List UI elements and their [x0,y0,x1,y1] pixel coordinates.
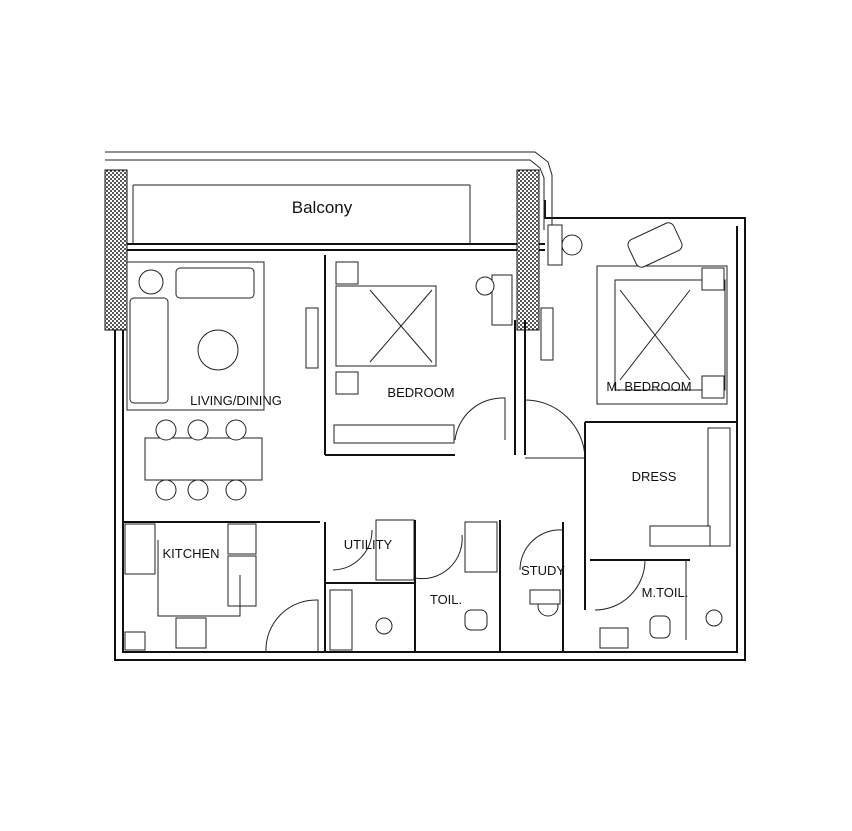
toilet-door [414,534,463,580]
master-bedroom-door [524,399,586,459]
toilet-basin [464,521,498,573]
master-toilet-door [594,559,646,611]
master-bed [614,279,726,391]
balcony-column-left [104,169,128,331]
label-study: STUDY [521,563,565,578]
kitchen-appliance [227,523,257,555]
study-door [519,529,564,571]
master-nightstand-bottom [701,375,725,399]
master-bedroom-area [514,222,728,459]
kitchen-sink [227,555,257,607]
kitchen-fridge [124,523,156,575]
dress-area [584,421,737,610]
dining-table [144,437,263,481]
sofa-side [129,297,169,404]
master-armchair [627,222,683,268]
balcony-area [104,151,553,331]
kitchen-cabinet [124,631,146,651]
utility-appliances [375,519,415,581]
bedroom-bed [335,285,437,367]
utility-shelf [329,589,353,651]
label-master-toilet: M.TOIL. [642,585,689,600]
entrance-door [265,599,319,653]
master-toilet-basin [599,627,629,649]
label-utility: UTILITY [344,537,393,552]
utility-door [332,529,373,571]
label-master-bedroom: M. BEDROOM [606,379,691,394]
sofa-top [175,267,255,299]
label-kitchen: KITCHEN [162,546,219,561]
utility-drain [375,617,393,635]
label-dress: DRESS [632,469,677,484]
study-desk [529,589,561,605]
bedroom-tv [305,307,319,369]
label-bedroom: BEDROOM [387,385,454,400]
master-nightstand-top [701,267,725,291]
side-table [138,269,164,295]
balcony-column-right [516,169,540,331]
kitchen-area [123,521,320,653]
bedroom-chair [475,276,495,296]
bedroom-area [305,255,513,456]
label-living-dining: LIVING/DINING [190,393,282,408]
master-toilet-area [590,559,723,649]
master-toilet-wc [649,615,671,639]
master-desk [547,224,563,266]
bedroom-desk [491,274,513,326]
exterior-walls [114,200,746,661]
bedroom-wardrobe [333,424,455,444]
bedroom-nightstand-bottom [335,371,359,395]
dress-wardrobe-bottom [649,525,711,547]
service-rooms [324,519,564,652]
master-tv [540,307,554,361]
kitchen-stove [175,617,207,649]
master-toilet-drain [705,609,723,627]
coffee-table [197,329,239,371]
label-toilet: TOIL. [430,592,462,607]
living-dining-furniture [126,261,265,501]
toilet-wc [464,609,488,631]
master-chair [561,234,583,256]
label-balcony: Balcony [292,198,353,217]
rug [126,261,265,411]
bedroom-door [454,397,506,441]
bedroom-nightstand-top [335,261,359,285]
dress-wardrobe-right [707,427,731,547]
